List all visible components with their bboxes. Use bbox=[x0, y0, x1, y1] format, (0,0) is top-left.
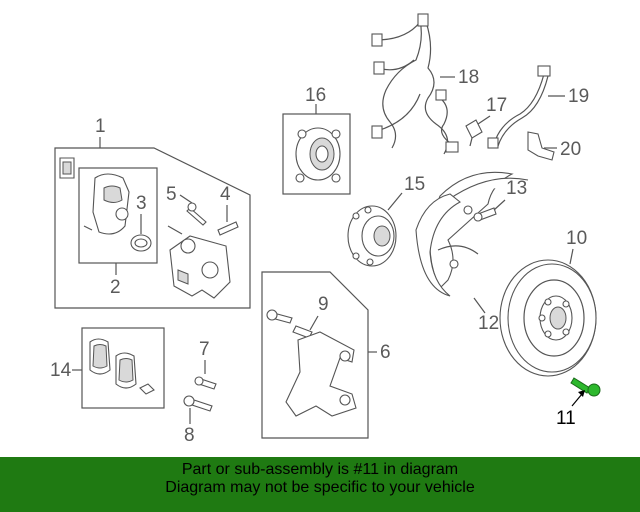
callout-15: 15 bbox=[404, 174, 425, 195]
caliper-sub-box bbox=[78, 167, 158, 264]
caliper-carrier bbox=[169, 235, 231, 299]
callout-11: 11 bbox=[556, 408, 576, 429]
info-banner: Part or sub-assembly is #11 in diagram D… bbox=[0, 457, 640, 512]
rotor-set-screw bbox=[570, 377, 591, 394]
brake-hose-group: 19 bbox=[487, 65, 589, 149]
splash-shield-group: 13 12 bbox=[415, 171, 529, 334]
callout-9: 9 bbox=[318, 294, 329, 315]
bleeder-screw bbox=[217, 221, 239, 236]
callout-5: 5 bbox=[166, 184, 177, 205]
hub-bearing-group: 16 bbox=[282, 85, 351, 195]
sensor-wire-a bbox=[382, 19, 422, 149]
banner-line-2: Diagram may not be specific to your vehi… bbox=[165, 479, 475, 496]
callout-2: 2 bbox=[110, 277, 121, 298]
callout-8: 8 bbox=[184, 425, 195, 446]
sensor-harness-group: 18 bbox=[371, 13, 479, 155]
sensor-connector-top bbox=[417, 13, 429, 27]
abs-sensor bbox=[465, 119, 483, 139]
callout-19: 19 bbox=[568, 86, 589, 107]
hose-bracket bbox=[527, 131, 555, 161]
callout-3: 3 bbox=[136, 193, 147, 214]
carrier-box bbox=[261, 271, 369, 439]
pad-spring bbox=[139, 383, 155, 395]
brake-hose bbox=[493, 73, 545, 145]
parts-diagram: 1 2 3 5 4 14 7 8 bbox=[50, 13, 601, 446]
caliper-assembly-group bbox=[54, 147, 251, 309]
sensor-wire-b bbox=[424, 21, 449, 155]
brake-pads-box bbox=[81, 327, 165, 409]
hose-bracket-group: 20 bbox=[527, 131, 581, 161]
caliper-body bbox=[92, 173, 130, 235]
hose-fitting-top bbox=[537, 65, 551, 77]
callout-20: 20 bbox=[560, 139, 581, 160]
brake-pads-group: 14 bbox=[50, 327, 165, 409]
abs-sensor-group: 17 bbox=[465, 95, 507, 147]
callout-4: 4 bbox=[220, 184, 231, 205]
callout-12: 12 bbox=[478, 313, 499, 334]
callout-1: 1 bbox=[95, 116, 106, 137]
callout-7: 7 bbox=[199, 339, 210, 360]
bolts-group: 7 8 bbox=[183, 339, 217, 446]
caliper-bracket bbox=[285, 331, 357, 417]
callout-10: 10 bbox=[566, 228, 587, 249]
hub-group: 15 bbox=[347, 174, 425, 267]
rotor-group: 10 bbox=[499, 228, 597, 377]
callout-18: 18 bbox=[458, 67, 479, 88]
callout-6: 6 bbox=[380, 342, 391, 363]
callout-13: 13 bbox=[506, 178, 527, 199]
guide-pin bbox=[186, 207, 207, 226]
caliper-assembly-outline bbox=[54, 147, 251, 309]
callout-14: 14 bbox=[50, 360, 72, 381]
banner-line-1: Part or sub-assembly is #11 in diagram bbox=[181, 461, 459, 478]
callout-16: 16 bbox=[305, 85, 326, 106]
callout-17: 17 bbox=[486, 95, 507, 116]
callout-group-caliper: 1 2 3 5 4 bbox=[95, 116, 231, 298]
carrier-group: 9 6 bbox=[261, 271, 391, 439]
rotor-screw-group: 11 bbox=[556, 377, 601, 429]
